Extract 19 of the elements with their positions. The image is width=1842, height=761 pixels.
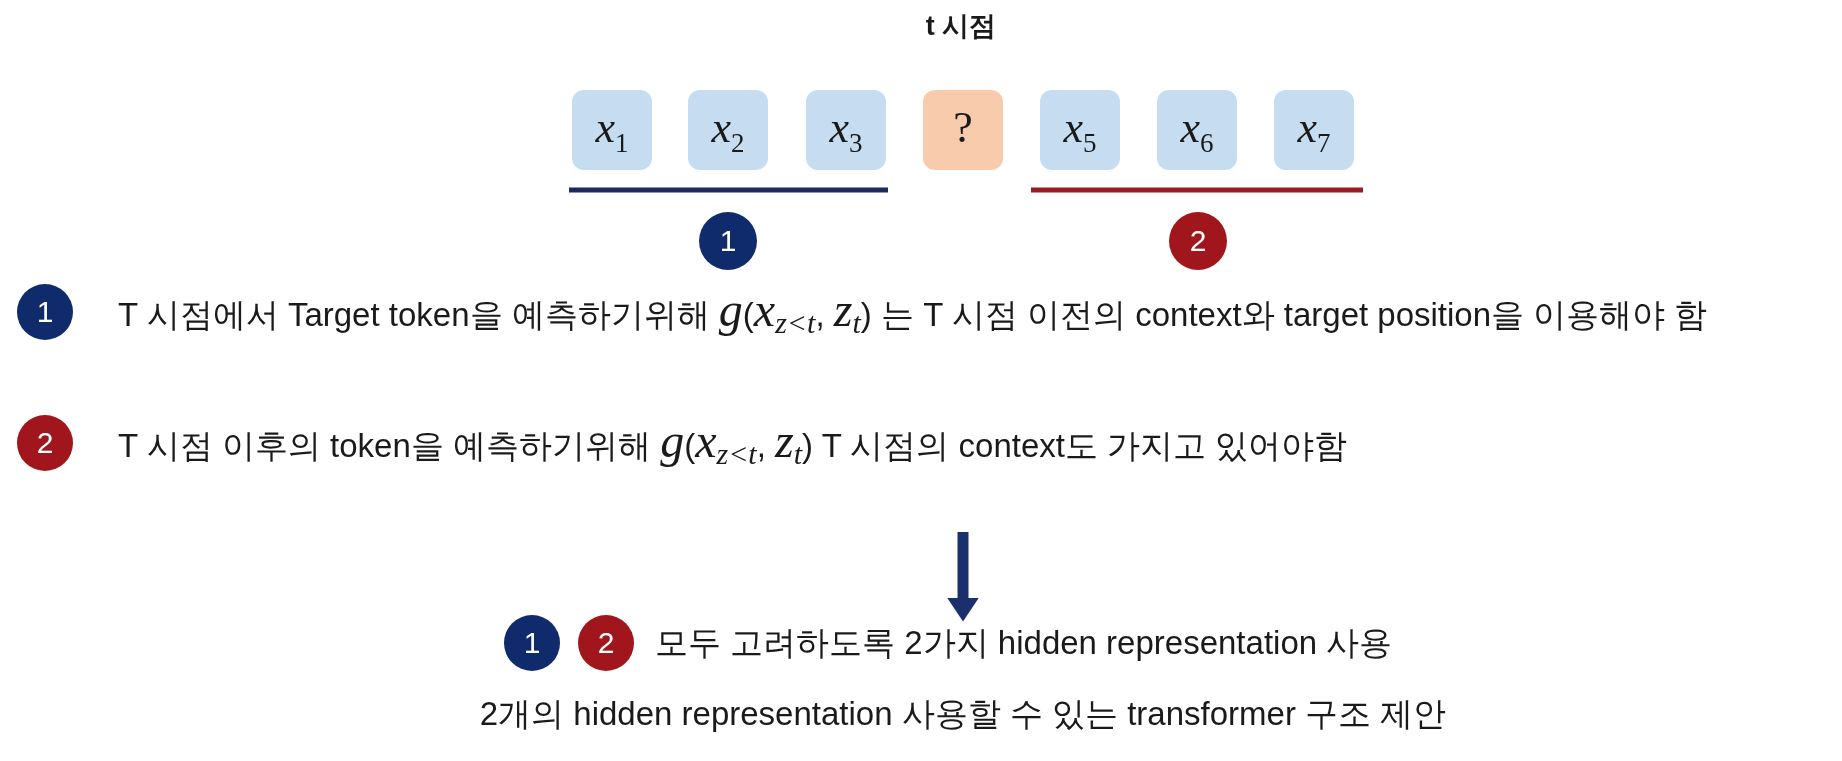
number-circle: 1 — [504, 615, 560, 671]
conclusion-text: 모두 고려하도록 2가지 hidden representation 사용 — [655, 621, 1393, 665]
token-box: ? — [923, 90, 1003, 170]
token-box: x$_{5}$ — [1040, 90, 1120, 170]
number-circle: 2 — [17, 415, 73, 471]
number-circle: 1 — [17, 284, 73, 340]
number-circle: 1 — [699, 212, 757, 270]
token-box: x$_{3}$ — [806, 90, 886, 170]
token-box: x$_{2}$ — [688, 90, 768, 170]
number-circle: 2 — [1169, 212, 1227, 270]
bullet-text: T 시점 이후의 token을 예측하기위해 g(x$_{z<t}$, z$_{t}$) T 시점의 context도 가지고 있어야함 — [118, 416, 1348, 470]
number-circle: 2 — [578, 615, 634, 671]
proposal-text: 2개의 hidden representation 사용할 수 있는 transformer 구조 제안 — [479, 693, 1447, 734]
heading: t 시점 — [925, 9, 997, 43]
token-box: x$_{6}$ — [1157, 90, 1237, 170]
arrow — [947, 532, 979, 622]
token-box: x$_{1}$ — [572, 90, 652, 170]
token-box: x$_{7}$ — [1274, 90, 1354, 170]
bullet-text: T 시점에서 Target token을 예측하기위해 g(x$_{z<t}$, z$_{t}$) 는 T 시점 이전의 context와 target position을 이용해야 함 — [118, 285, 1708, 339]
